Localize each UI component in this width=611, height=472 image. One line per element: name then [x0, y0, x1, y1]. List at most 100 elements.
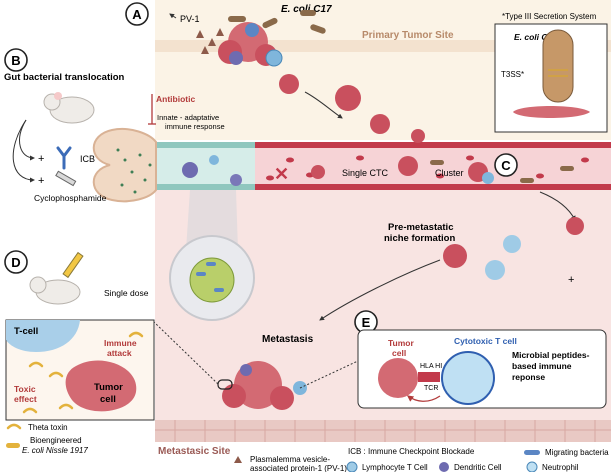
legend-migrating: Migrating bacteria	[545, 448, 609, 457]
ecoli-label: E. coli C17	[281, 4, 332, 15]
peptides-line1: Microbial peptides-	[512, 350, 590, 360]
vessel-wall-bottom	[155, 184, 611, 190]
antibody-icon	[56, 146, 72, 170]
tumor-cell-e-line2: cell	[392, 348, 406, 358]
legend-theta-toxin-icon	[6, 423, 22, 430]
dose-syringe	[62, 251, 84, 279]
legend-pv1-icon	[234, 456, 242, 463]
legend-neutrophil-icon	[526, 461, 538, 472]
ctc-cells	[311, 156, 494, 184]
svg-text:C: C	[501, 158, 511, 173]
immune-response-line2: immune response	[165, 122, 225, 131]
legend-plasmalemma-line2: associated protein-1 (PV-1)	[250, 464, 347, 472]
t3ss-label: T3SS*	[501, 70, 524, 79]
mouse-bottom	[29, 276, 81, 305]
primary-tumor-site-label: Primary Tumor Site	[362, 30, 454, 41]
panel-a-label: A	[125, 2, 149, 26]
metastasis-label: Metastasis	[262, 334, 314, 345]
cytotoxic-tcell	[441, 351, 495, 405]
metastatic-site-bricks	[155, 420, 611, 442]
svg-text:D: D	[11, 255, 20, 270]
killing-arrow	[406, 395, 441, 402]
metastatic-site-label: Metastasic Site	[158, 446, 231, 457]
legend-plasmalemma-line1: Plasmalemma vesicle-	[250, 455, 330, 464]
single-dose-label: Single dose	[104, 288, 149, 298]
migrating-tumor-cells	[279, 74, 425, 143]
vessel-wall-top	[155, 142, 611, 148]
panel-c-label: C	[494, 153, 518, 177]
legend-migrating-icon	[524, 450, 540, 455]
metastatic-tissue-floor	[155, 420, 611, 442]
antibiotic-label: Antibiotic	[156, 94, 195, 104]
niche-plus: +	[568, 274, 574, 286]
zoom-line-e	[299, 359, 361, 389]
pv1-label: PV-1	[180, 14, 200, 24]
niche-line2: niche formation	[384, 233, 455, 244]
tumor-cell-d	[65, 360, 137, 412]
migration-arrow-top	[304, 91, 343, 119]
legend-icb-definition: ICB : Immune Checkpoint Blockade	[348, 447, 475, 456]
mouse-top	[43, 92, 95, 124]
cluster-label: Cluster	[435, 168, 464, 178]
niche-line1: Pre-metastatic	[388, 222, 453, 233]
vessel-bacteria	[430, 160, 574, 183]
inset-bacterium	[542, 29, 574, 103]
cyclophosphamide-label: Cyclophosphamide	[34, 193, 107, 203]
immune-attack-line1: Immune	[104, 338, 137, 348]
hla-tcr-complex	[418, 372, 440, 382]
svg-text:A: A	[132, 7, 142, 22]
plus-cyclo: +	[38, 175, 44, 187]
tumor-cell-e	[378, 358, 418, 398]
svg-text:E: E	[362, 315, 371, 330]
legend-theta-toxin: Theta toxin	[28, 423, 68, 432]
legend-nissle-icon	[6, 443, 20, 448]
cross-mark: ✕	[274, 164, 289, 184]
toxin-crescents	[22, 331, 144, 414]
legend-bioengineered-line2: E. coli Nissle 1917	[22, 446, 88, 455]
metastasis-highlight	[217, 379, 233, 390]
tcell-shape	[6, 320, 80, 352]
toxic-effect-line1: Toxic	[14, 384, 36, 394]
peptides-line3: reponse	[512, 372, 545, 382]
legend-bioengineered-line1: Bioengineered	[30, 436, 82, 445]
arrow-mouse-to-cyclo	[12, 119, 35, 183]
icb-label: ICB	[80, 154, 95, 164]
tcr-label: TCR	[424, 385, 438, 392]
legend-dendritic-icon	[439, 462, 449, 472]
plus-icb: +	[38, 153, 44, 165]
toxic-effect-line2: effect	[14, 394, 37, 404]
lymph-wall-top	[155, 142, 255, 148]
gut-intestine	[92, 128, 157, 203]
magnified-bacteria	[196, 262, 224, 292]
zoom-line-d	[153, 321, 219, 385]
svg-text:B: B	[11, 53, 20, 68]
niche-cells	[443, 217, 584, 280]
tumor-cell-d-line2: cell	[100, 394, 116, 405]
immune-attack-line2: attack	[107, 348, 132, 358]
primary-tumor-cluster	[218, 22, 283, 67]
t3ss-title: *Type III Secretion System	[502, 12, 597, 21]
single-ctc-label: Single CTC	[342, 168, 389, 178]
tumor-cell-e-line1: Tumor	[388, 338, 415, 348]
panel-b-label: B	[4, 48, 28, 72]
gut-translocation-title: Gut bacterial translocation	[4, 72, 125, 83]
red-blood-cells	[266, 155, 589, 181]
legend-lymphocyte-icon	[346, 461, 358, 472]
cytotoxic-label: Cytotoxic T cell	[454, 336, 517, 346]
legend-dendritic: Dendritic Cell	[454, 463, 502, 472]
syringe-icon	[55, 170, 77, 187]
hla-label: HLA HI	[420, 363, 442, 370]
inset-host-cell	[513, 106, 590, 118]
lymph-immune-cells	[182, 155, 242, 186]
inset-ecoli-label: E. coli C17	[514, 32, 558, 42]
niche-to-metastasis-arrow	[319, 259, 441, 321]
magnifier-cone	[186, 190, 238, 250]
tumor-cell-d-line1: Tumor	[94, 382, 123, 393]
gut-bacteria-dots	[116, 148, 152, 194]
tcell-label: T-cell	[14, 326, 38, 337]
pv1-arrow	[169, 13, 177, 19]
immune-response-line1: Innate - adaptative	[157, 113, 219, 122]
legend-neutrophil: Neutrophil	[542, 463, 579, 472]
pv1-triangles	[196, 28, 224, 54]
